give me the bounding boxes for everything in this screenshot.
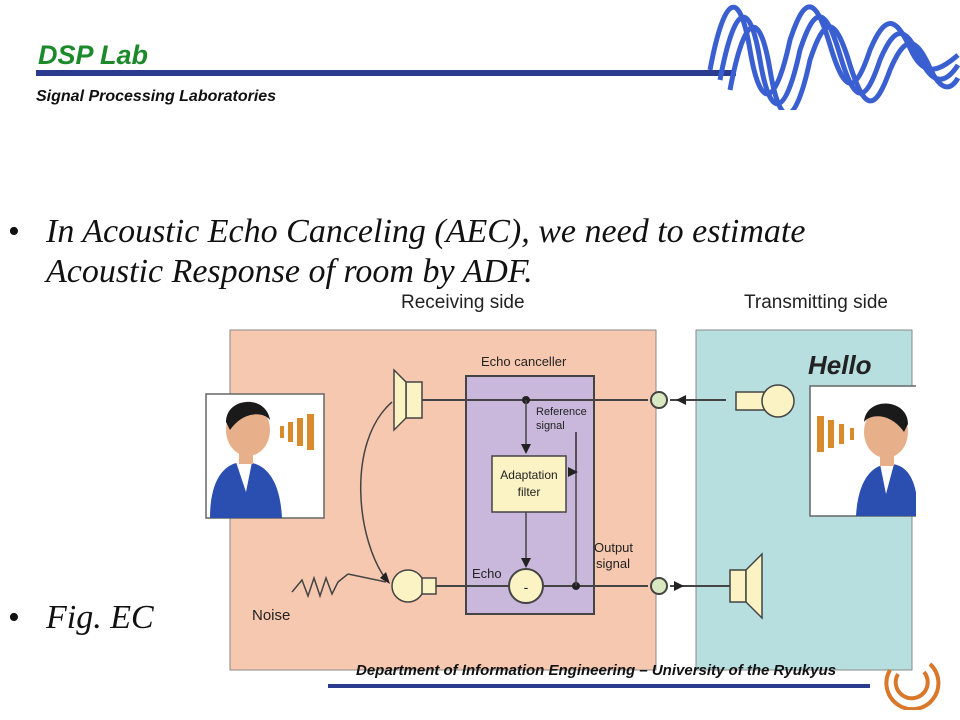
hello-text: Hello: [808, 350, 872, 380]
microphone-icon: [391, 569, 437, 603]
bullet-line: Acoustic Response of room by ADF.: [46, 253, 533, 290]
output-signal-label: signal: [596, 556, 630, 571]
bullet-marker: •: [8, 599, 20, 636]
wave-logo-icon: [707, 4, 960, 110]
reference-signal-label: Reference: [536, 406, 587, 418]
bullet-line: Fig. EC: [46, 599, 154, 636]
echo-label: Echo: [472, 566, 502, 581]
lab-subtitle: Signal Processing Laboratories: [36, 88, 277, 105]
receiving-side-label: Receiving side: [401, 292, 525, 313]
loudspeaker-icon: [393, 368, 423, 432]
lab-title: DSP Lab: [38, 40, 149, 70]
echo-canceller-figure: Receiving side Transmitting side Echo ca…: [205, 292, 916, 671]
university-emblem-icon: [884, 662, 941, 710]
subtractor-symbol: -: [524, 579, 529, 595]
output-signal-label: Output: [594, 540, 633, 555]
person-speaking-icon: [205, 393, 325, 519]
subtractor-node: [508, 568, 544, 604]
noise-label: Noise: [252, 607, 290, 624]
junction-node: [650, 577, 668, 595]
person-speaking-icon: [809, 385, 916, 517]
microphone-icon: [735, 384, 795, 418]
transmitting-side-label: Transmitting side: [744, 292, 888, 313]
echo-path-arrow: [359, 401, 393, 583]
bullet-item: • Fig. EC: [8, 598, 154, 638]
header-rule: [36, 70, 736, 76]
footer-affiliation: Department of Information Engineering – …: [356, 662, 837, 679]
bullet-marker: •: [8, 213, 20, 250]
adaptation-filter-label: Adaptation: [500, 468, 557, 482]
bullet-line: In Acoustic Echo Canceling (AEC), we nee…: [46, 213, 806, 250]
noise-zigzag-icon: [291, 573, 349, 599]
echo-canceller-label: Echo canceller: [481, 354, 567, 369]
adaptation-filter-label: filter: [518, 485, 541, 499]
loudspeaker-icon: [729, 552, 763, 620]
bullet-item: • In Acoustic Echo Canceling (AEC), we n…: [8, 212, 926, 292]
junction-node: [650, 391, 668, 409]
adaptation-filter-box: [491, 455, 567, 513]
footer-rule: [328, 684, 870, 688]
reference-signal-label: signal: [536, 420, 565, 432]
